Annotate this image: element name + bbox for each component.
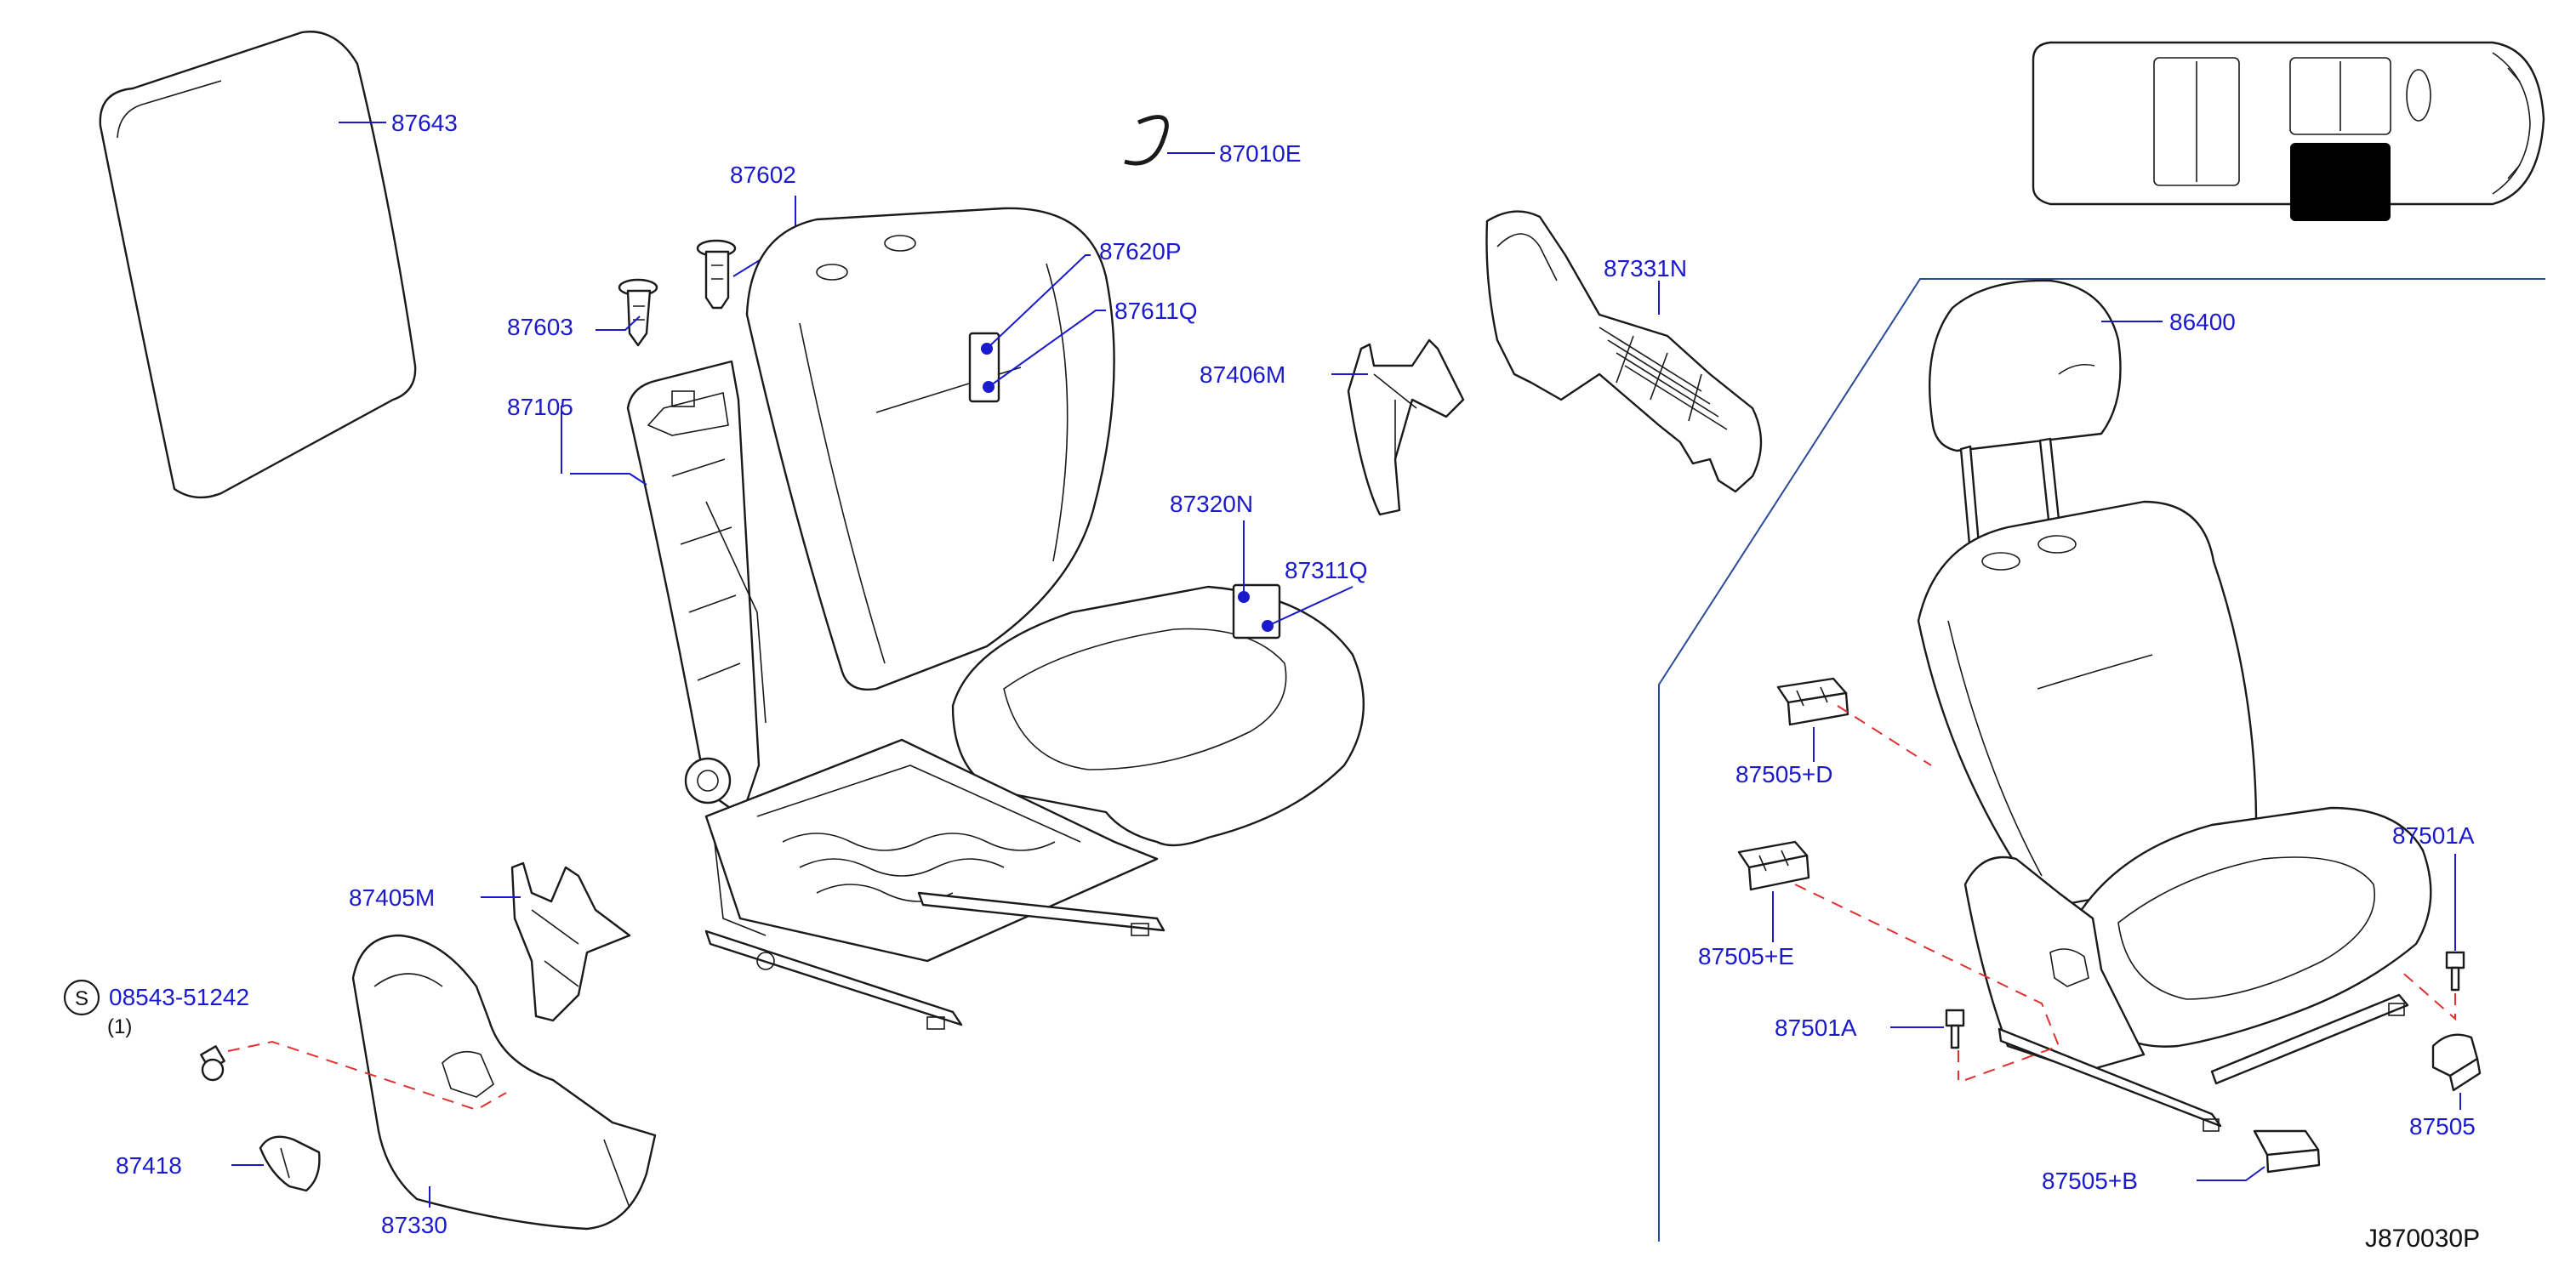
label-87603: 87603: [507, 314, 573, 340]
part-87418-knob: [259, 1135, 321, 1192]
label-87331N: 87331N: [1604, 255, 1687, 281]
label-87501A-right: 87501A: [2392, 822, 2475, 849]
part-seatback-cushion: [745, 207, 1115, 691]
label-87505D: 87505+D: [1735, 761, 1832, 787]
label-87320N: 87320N: [1170, 491, 1253, 517]
label-87505: 87505: [2409, 1113, 2476, 1140]
seat-frame-and-rails: [704, 738, 1165, 1030]
label-87602: 87602: [730, 162, 796, 188]
part-87643-backrest-pad: [99, 31, 417, 499]
part-87105-seatback-frame: [626, 360, 767, 818]
part-87331N-seatback-cover: [1485, 210, 1763, 493]
part-87505E-cover: [1737, 840, 1810, 891]
standard-part-symbol-letter: S: [75, 987, 88, 1010]
label-87501A-left: 87501A: [1775, 1015, 1857, 1041]
part-86400-headrest: [1929, 279, 2122, 546]
label-87330: 87330: [381, 1212, 447, 1238]
part-87405M-bracket: [510, 861, 631, 1022]
label-87010E: 87010E: [1219, 140, 1302, 167]
vehicle-locator: [2032, 41, 2545, 221]
standard-part-symbol: [63, 979, 100, 1016]
label-87620P: 87620P: [1099, 238, 1182, 264]
assembled-seat: [1917, 500, 2432, 1132]
label-87611Q: 87611Q: [1114, 298, 1198, 324]
label-08543-51242: 08543-51242: [109, 984, 249, 1010]
highlighted-seat-position: [2290, 143, 2391, 221]
label-87406M: 87406M: [1200, 361, 1285, 388]
label-87505E: 87505+E: [1698, 943, 1794, 969]
part-87505B-cover: [2253, 1129, 2321, 1174]
part-87501A-bolt-right: [2445, 951, 2465, 992]
label-86400: 86400: [2169, 309, 2236, 335]
part-87501A-bolt-left: [1945, 1009, 1965, 1049]
part-87505-cover: [2431, 1033, 2482, 1092]
label-87105: 87105: [507, 394, 573, 420]
part-87330-side-cover: [351, 934, 657, 1231]
label-87311Q: 87311Q: [1285, 557, 1368, 583]
part-87505D-cover: [1776, 677, 1849, 726]
part-87406M-bracket: [1347, 338, 1465, 516]
view-divider-line: [1658, 278, 2545, 1242]
part-87010E-wire: [1124, 115, 1169, 166]
part-08543-51242-bolt: [200, 1045, 225, 1082]
part-seat-cushion: [951, 585, 1365, 847]
label-87418: 87418: [116, 1152, 182, 1179]
diagram-code: J870030P: [2365, 1225, 2480, 1253]
part-87603-headrest-guide: [618, 278, 658, 347]
label-quantity: (1): [107, 1015, 132, 1038]
label-87505B: 87505+B: [2042, 1168, 2138, 1194]
label-87643: 87643: [391, 110, 458, 136]
label-87405M: 87405M: [349, 884, 435, 911]
part-87602-headrest-guide: [696, 239, 737, 310]
